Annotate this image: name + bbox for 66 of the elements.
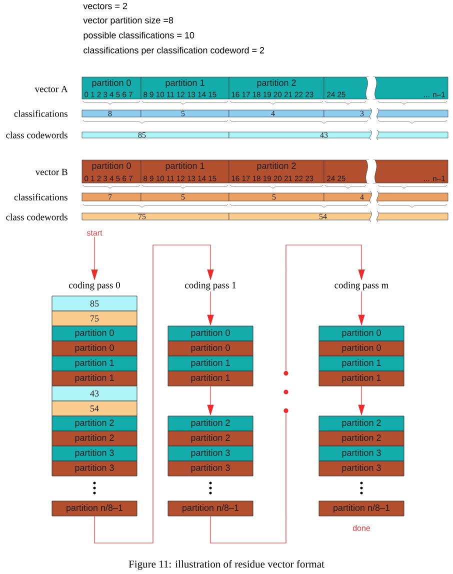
partition-box: partition 0 — [318, 340, 404, 356]
pass-heading: coding pass 0 — [69, 282, 120, 290]
row-label: vector B — [35, 168, 68, 176]
codeword-cell: 75 — [82, 212, 230, 220]
partition-box: partition 0 — [318, 326, 404, 342]
partition-box: partition 1 — [52, 370, 138, 386]
codeword-cell: 85 — [82, 132, 230, 138]
codeword-cell — [376, 132, 448, 138]
parameter-text: classifications per classification codeword = 2 — [84, 46, 264, 56]
partition-box: partition 0 — [52, 340, 138, 356]
arrow — [286, 244, 365, 372]
partition-box: partition 1 — [318, 370, 404, 386]
codeword-box: 75 — [52, 310, 138, 326]
row-label: class codewords — [6, 214, 68, 220]
partition-box: partition 3 — [168, 460, 254, 476]
partition-box: partition 1 — [52, 356, 138, 372]
parameter-text: vector partition size =8 — [83, 16, 174, 26]
partition-box: partition 0 — [52, 326, 138, 342]
partition-box: partition 1 — [168, 370, 254, 386]
parameter-text: possible classifications = 10 — [84, 32, 194, 40]
classification-cell — [376, 192, 448, 202]
classification-cell: 5 — [140, 192, 230, 202]
partition-box: partition n/8–1 — [168, 500, 254, 516]
classification-cell: 8 — [82, 110, 142, 118]
codeword-cell: 43 — [228, 132, 373, 138]
classification-cell: 4 — [228, 110, 324, 118]
partition-box: partition 2 — [318, 416, 404, 432]
partition-box: partition 3 — [52, 446, 138, 462]
partition-box: partition 2 — [318, 430, 404, 446]
classification-cell: 5 — [140, 110, 230, 118]
pass-heading: coding pass 1 — [185, 282, 236, 290]
partition-box: partition 2 — [168, 430, 254, 446]
row-label: classifications — [14, 194, 68, 200]
caption: Figure 11: illustration of residue vector format — [128, 560, 324, 570]
codeword-cell: 54 — [228, 212, 373, 220]
partition-box: partition 3 — [318, 446, 404, 462]
classification-cell: 4 — [324, 192, 373, 202]
classification-cell: 3 — [324, 110, 373, 118]
partition-box: partition 1 — [318, 356, 404, 372]
classification-cell: 5 — [228, 192, 324, 202]
codeword-cell — [376, 212, 448, 220]
row-label: classifications — [14, 110, 68, 117]
partition-box: partition n/8–1 — [318, 500, 404, 516]
row-label: vector A — [34, 86, 68, 92]
partition-box: partition n/8–1 — [52, 500, 138, 516]
partition-box: partition 0 — [168, 326, 254, 342]
partition-box: partition 1 — [168, 356, 254, 372]
partition-box: partition 2 — [168, 416, 254, 432]
partition-box: partition 3 — [168, 446, 254, 462]
ellipsis-dots — [284, 371, 288, 413]
partition-box: partition 3 — [318, 460, 404, 476]
partition-box: partition 3 — [52, 460, 138, 476]
row-label: class codewords — [6, 132, 68, 138]
codeword-box: 85 — [52, 296, 138, 312]
codeword-box: 54 — [52, 400, 138, 416]
pass-heading: coding pass m — [334, 282, 389, 290]
classification-cell: 7 — [82, 192, 142, 202]
partition-box: partition 2 — [52, 416, 138, 432]
arrow — [94, 244, 214, 544]
start-label: start — [86, 230, 102, 236]
done-label: done — [352, 525, 370, 531]
partition-box: partition 2 — [52, 430, 138, 446]
partition-box: partition 0 — [168, 340, 254, 356]
codeword-box: 43 — [52, 386, 138, 402]
classification-cell — [376, 110, 448, 118]
parameter-text: vectors = 2 — [83, 2, 127, 10]
